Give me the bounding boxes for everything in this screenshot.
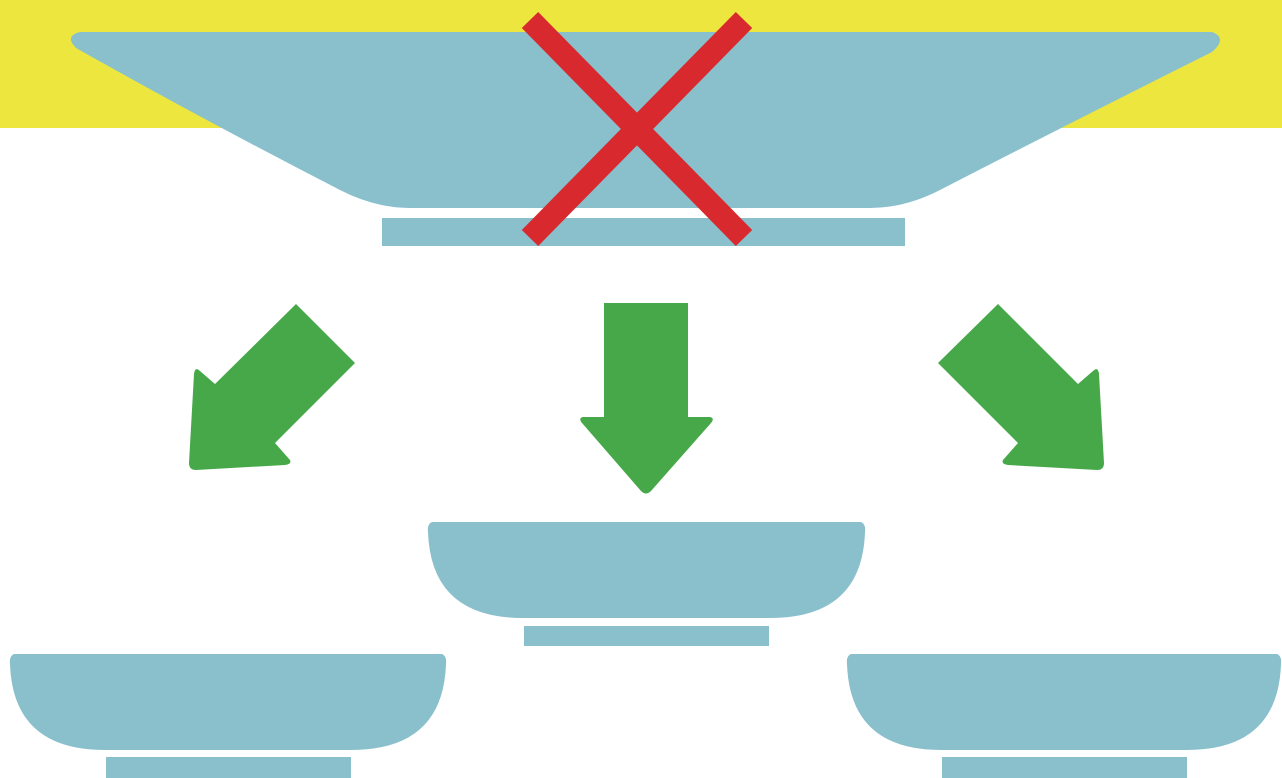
small-bowl-center-icon [428,522,865,646]
large-bowl-base [382,218,905,246]
small-bowl-left-base [106,757,351,778]
arrow-down-right-icon [938,304,1104,470]
small-bowl-left-body [10,654,446,750]
small-bowl-center-body [428,522,865,618]
small-bowl-center-base [524,626,769,646]
arrow-down-icon [580,303,713,494]
small-bowl-right-body [847,654,1281,750]
arrow-down-left-icon [189,304,355,470]
small-bowl-right-icon [847,654,1281,778]
small-bowl-left-icon [10,654,446,778]
small-bowl-right-base [942,757,1187,778]
